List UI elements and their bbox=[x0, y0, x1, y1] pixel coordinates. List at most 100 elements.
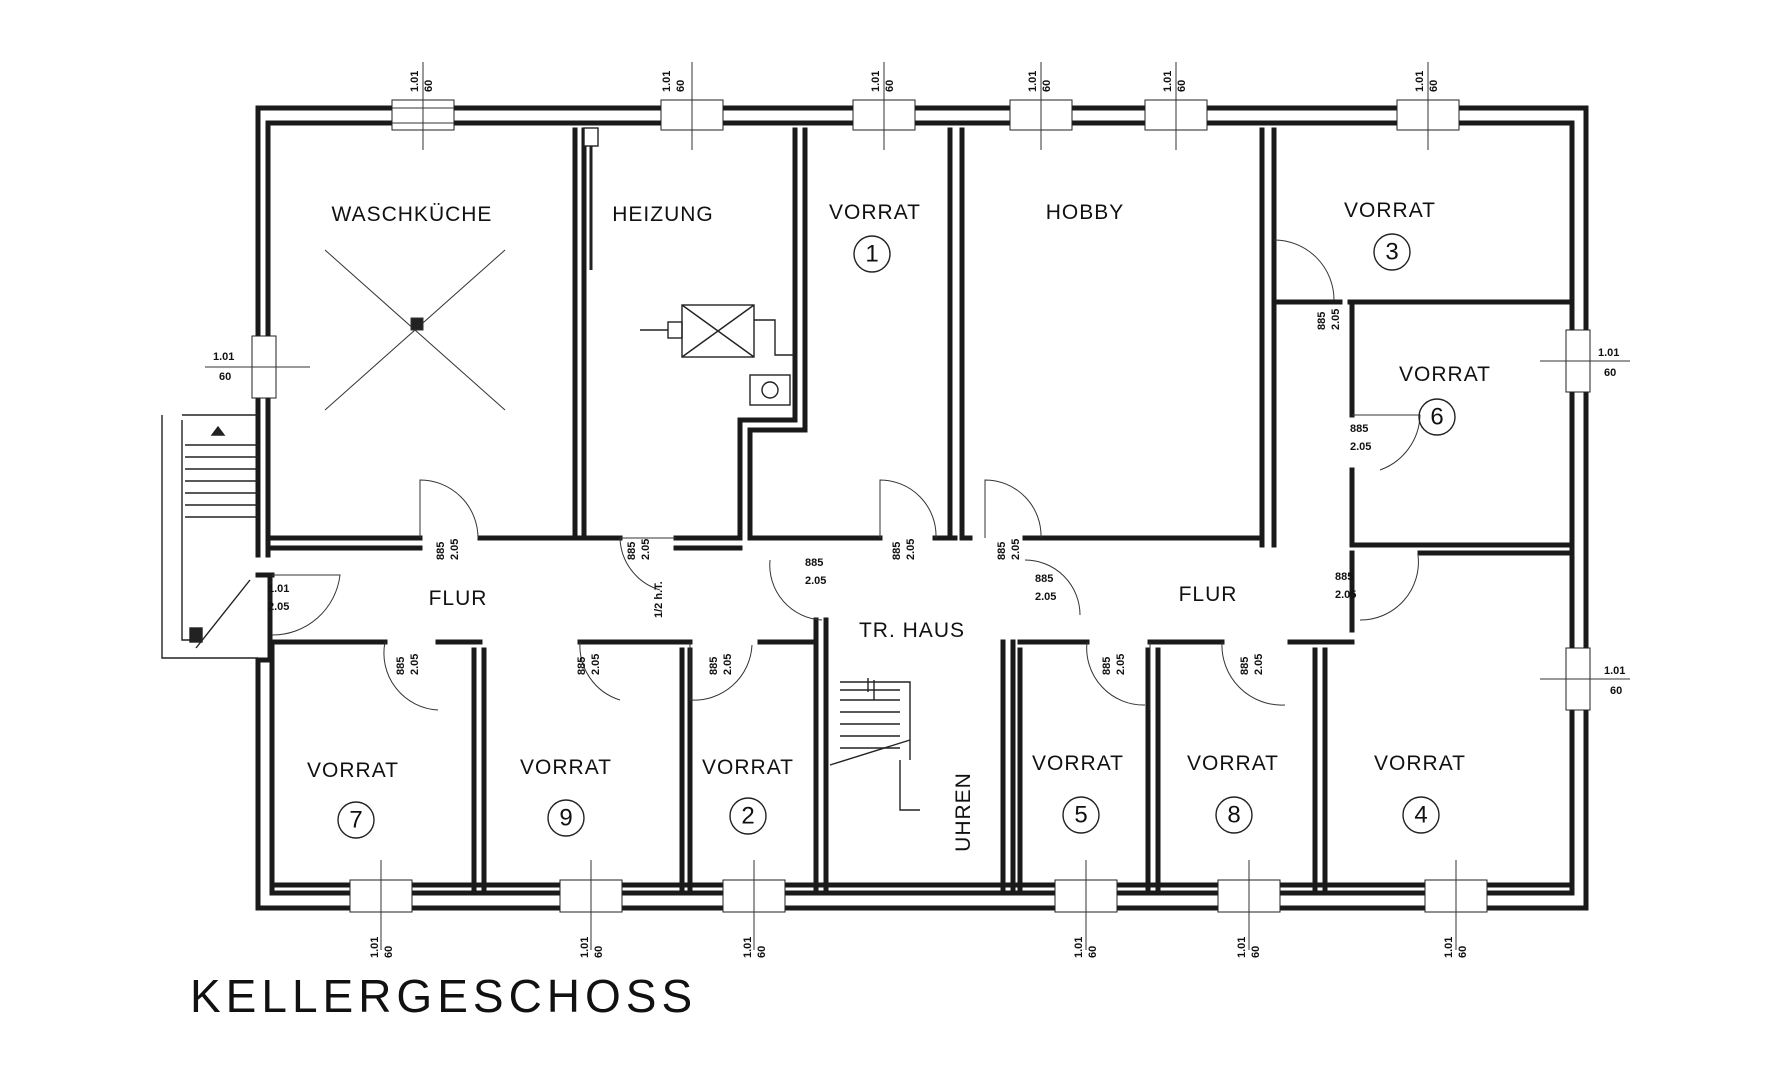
svg-text:60: 60 bbox=[1087, 946, 1099, 958]
svg-text:885: 885 bbox=[576, 657, 588, 675]
label-vorrat-7: VORRAT bbox=[307, 759, 399, 782]
svg-text:60: 60 bbox=[1176, 80, 1188, 92]
svg-text:6: 6 bbox=[1430, 404, 1443, 431]
svg-text:60: 60 bbox=[1457, 946, 1469, 958]
svg-text:2.05: 2.05 bbox=[1350, 441, 1371, 453]
svg-text:60: 60 bbox=[675, 80, 687, 92]
svg-text:1.01: 1.01 bbox=[870, 71, 882, 92]
label-vorrat-8: VORRAT bbox=[1187, 752, 1279, 775]
outdoor-stairs bbox=[161, 414, 258, 659]
indoor-stairs bbox=[829, 678, 920, 811]
svg-text:2.05: 2.05 bbox=[805, 575, 826, 587]
svg-text:2.05: 2.05 bbox=[1010, 539, 1022, 560]
svg-text:885: 885 bbox=[708, 657, 720, 675]
svg-text:1.01: 1.01 bbox=[661, 71, 673, 92]
label-vorrat-1: VORRAT bbox=[829, 201, 921, 224]
label-vorrat-5: VORRAT bbox=[1032, 752, 1124, 775]
svg-text:885: 885 bbox=[626, 542, 638, 560]
svg-text:1.01: 1.01 bbox=[1162, 71, 1174, 92]
label-flur-right: FLUR bbox=[1179, 583, 1238, 606]
svg-text:60: 60 bbox=[1610, 685, 1622, 697]
svg-text:1.01: 1.01 bbox=[1027, 71, 1039, 92]
plan-title: KELLERGESCHOSS bbox=[190, 970, 697, 1022]
svg-text:1.01: 1.01 bbox=[1598, 347, 1619, 359]
svg-text:1.01: 1.01 bbox=[1236, 937, 1248, 958]
svg-text:8: 8 bbox=[1227, 802, 1240, 829]
label-flur-left: FLUR bbox=[429, 587, 488, 610]
svg-text:1.01: 1.01 bbox=[742, 937, 754, 958]
svg-text:60: 60 bbox=[593, 946, 605, 958]
label-waschkueche: WASCHKÜCHE bbox=[332, 203, 493, 226]
label-vorrat-9: VORRAT bbox=[520, 756, 612, 779]
label-vorrat-3: VORRAT bbox=[1344, 199, 1436, 222]
svg-text:60: 60 bbox=[884, 80, 896, 92]
svg-text:2.05: 2.05 bbox=[722, 654, 734, 675]
floor-drain bbox=[324, 249, 506, 411]
svg-text:2.05: 2.05 bbox=[449, 539, 461, 560]
svg-text:885: 885 bbox=[1239, 657, 1251, 675]
room-number-4: 4 bbox=[1402, 796, 1440, 834]
svg-text:60: 60 bbox=[1250, 946, 1262, 958]
room-labels: WASCHKÜCHE HEIZUNG VORRAT HOBBY VORRAT V… bbox=[307, 199, 1491, 852]
svg-text:2.05: 2.05 bbox=[905, 539, 917, 560]
room-number-9: 9 bbox=[547, 799, 585, 837]
outer-walls bbox=[255, 105, 1589, 911]
room-number-7: 7 bbox=[337, 801, 375, 839]
svg-text:2.05: 2.05 bbox=[268, 601, 289, 613]
room-number-1: 1 bbox=[853, 235, 891, 273]
room-number-3: 3 bbox=[1373, 233, 1411, 271]
svg-text:1.01: 1.01 bbox=[268, 583, 289, 595]
svg-text:885: 885 bbox=[435, 542, 447, 560]
room-number-6: 6 bbox=[1418, 398, 1456, 436]
svg-text:2.05: 2.05 bbox=[1253, 654, 1265, 675]
svg-text:2.05: 2.05 bbox=[640, 539, 652, 560]
svg-text:3: 3 bbox=[1385, 239, 1398, 266]
room-numbers: 1 3 6 7 9 2 5 8 4 bbox=[337, 233, 1456, 839]
svg-text:60: 60 bbox=[1428, 80, 1440, 92]
label-vorrat-4: VORRAT bbox=[1374, 752, 1466, 775]
windows bbox=[205, 62, 1630, 950]
label-hobby: HOBBY bbox=[1046, 201, 1125, 224]
svg-text:60: 60 bbox=[1604, 367, 1616, 379]
svg-text:60: 60 bbox=[423, 80, 435, 92]
boiler bbox=[583, 127, 795, 406]
svg-text:1.01: 1.01 bbox=[369, 937, 381, 958]
svg-text:1.01: 1.01 bbox=[1414, 71, 1426, 92]
svg-text:2.05: 2.05 bbox=[409, 654, 421, 675]
svg-text:1.01: 1.01 bbox=[1604, 665, 1625, 677]
svg-text:2.05: 2.05 bbox=[1115, 654, 1127, 675]
svg-text:2.05: 2.05 bbox=[590, 654, 602, 675]
svg-text:1.01: 1.01 bbox=[1073, 937, 1085, 958]
svg-text:885: 885 bbox=[395, 657, 407, 675]
door-swings bbox=[271, 239, 1421, 711]
room-number-8: 8 bbox=[1215, 796, 1253, 834]
svg-text:60: 60 bbox=[383, 946, 395, 958]
svg-text:885: 885 bbox=[996, 542, 1008, 560]
svg-text:5: 5 bbox=[1074, 802, 1087, 829]
svg-text:60: 60 bbox=[756, 946, 768, 958]
room-number-2: 2 bbox=[729, 797, 767, 835]
svg-text:885: 885 bbox=[1316, 312, 1328, 330]
svg-text:60: 60 bbox=[1041, 80, 1053, 92]
svg-text:1/2 h.T.: 1/2 h.T. bbox=[653, 581, 665, 618]
svg-text:1.01: 1.01 bbox=[409, 71, 421, 92]
interior-walls bbox=[255, 127, 1575, 896]
svg-text:7: 7 bbox=[349, 807, 362, 834]
svg-text:1: 1 bbox=[865, 241, 878, 268]
label-heizung: HEIZUNG bbox=[612, 203, 714, 226]
label-treppenhaus: TR. HAUS bbox=[859, 619, 965, 642]
svg-text:885: 885 bbox=[1335, 571, 1353, 583]
label-vorrat-6: VORRAT bbox=[1399, 363, 1491, 386]
svg-text:2.05: 2.05 bbox=[1335, 589, 1356, 601]
label-uhren: UHREN bbox=[952, 772, 975, 852]
svg-text:60: 60 bbox=[219, 371, 231, 383]
svg-text:885: 885 bbox=[1350, 423, 1368, 435]
svg-text:885: 885 bbox=[891, 542, 903, 560]
svg-text:885: 885 bbox=[1101, 657, 1113, 675]
svg-text:1.01: 1.01 bbox=[579, 937, 591, 958]
label-vorrat-2: VORRAT bbox=[702, 756, 794, 779]
room-number-5: 5 bbox=[1062, 796, 1100, 834]
